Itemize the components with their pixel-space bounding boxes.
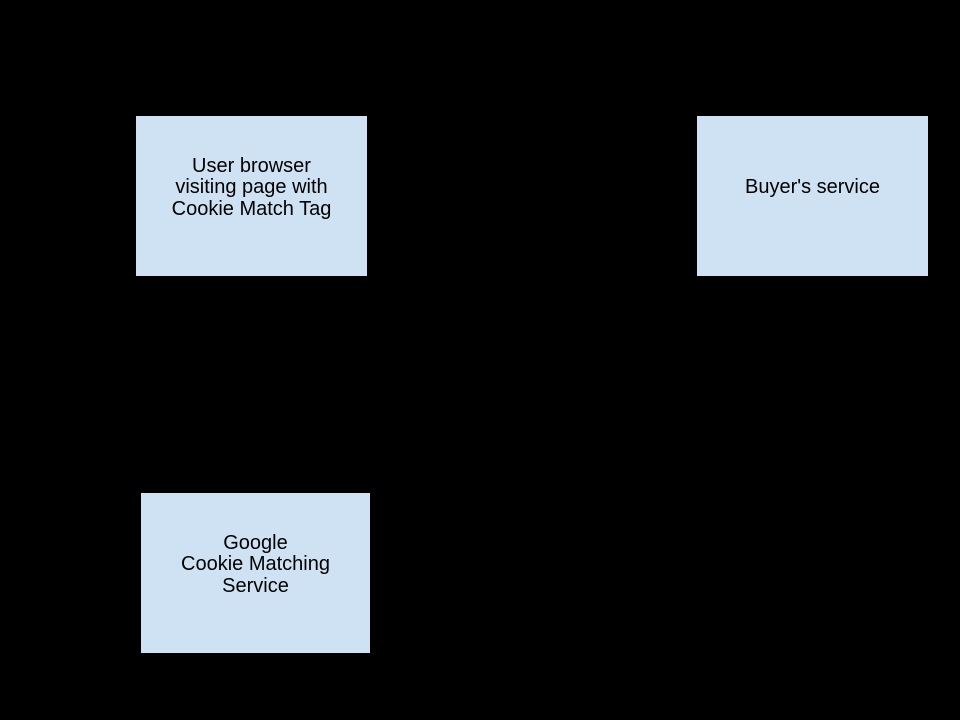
node-buyers-service-label: Buyer's service <box>745 176 880 199</box>
node-buyers-service: Buyer's service <box>696 115 929 277</box>
node-google-cookie-matching-service: Google Cookie Matching Service <box>140 492 371 654</box>
node-user-browser: User browser visiting page with Cookie M… <box>135 115 368 277</box>
node-google-cookie-matching-service-label: Google Cookie Matching Service <box>181 531 330 597</box>
node-user-browser-label: User browser visiting page with Cookie M… <box>171 154 332 220</box>
